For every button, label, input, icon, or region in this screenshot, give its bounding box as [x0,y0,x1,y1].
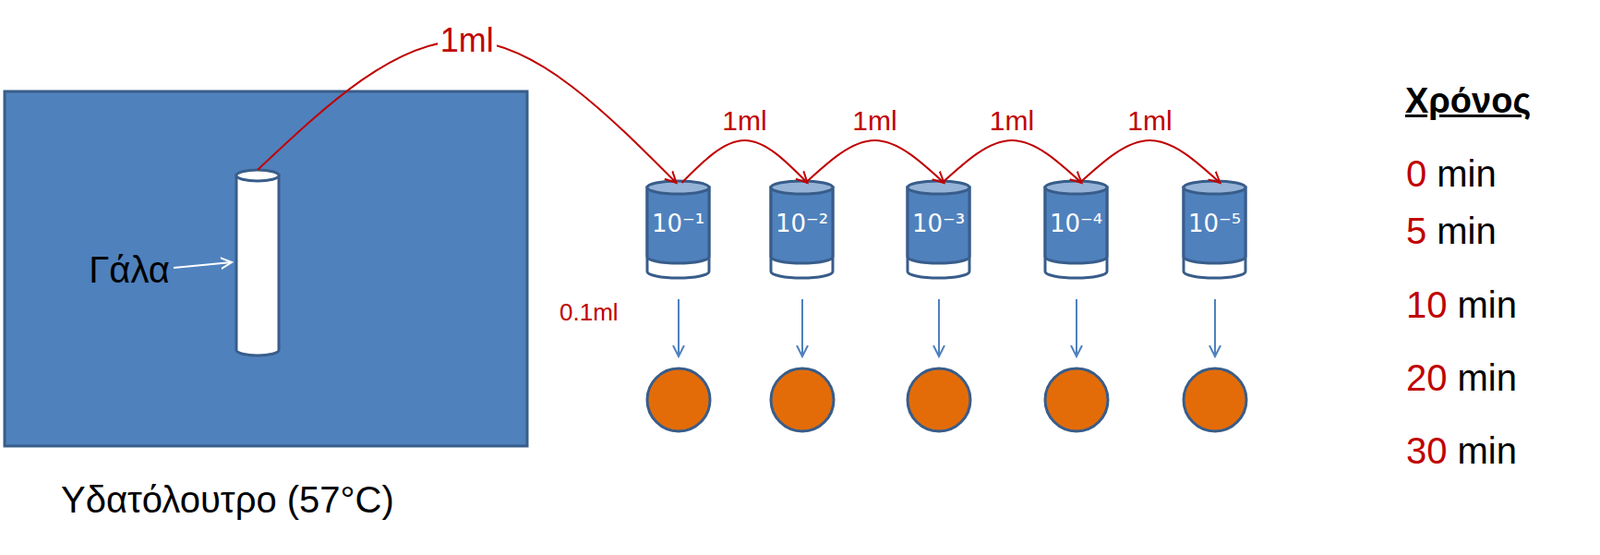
volume-label: 1ml [849,105,900,137]
water-bath-box: Υδατόλουτρο (57°C)Γάλα [4,91,528,446]
agar-plate [1183,368,1247,432]
down-arrow [938,299,940,357]
milk-tube: Γάλα [234,168,281,358]
transfer-arrow [682,140,808,183]
agar-plate [647,368,710,432]
dilution-label: 10⁻¹ [651,209,705,238]
agar-plate [770,368,834,432]
dilution-label: 10⁻² [775,209,829,238]
dilution-tube: 10⁻² [769,179,835,281]
down-arrow [801,299,804,357]
volume-label: 1ml [719,105,770,137]
time-value: 0 [1406,153,1427,195]
time-unit: min [1457,284,1517,326]
dilution-label: 10⁻⁵ [1188,209,1241,238]
transfer-arrow [1080,140,1221,183]
dilution-tube: 10⁻³ [905,179,972,281]
time-value: 20 [1406,357,1448,399]
down-arrow [1075,299,1078,357]
dilution-tube: 10⁻⁴ [1043,179,1109,281]
water-bath [4,91,528,446]
time-unit: min [1436,210,1496,253]
volume-label: 1ml [437,21,497,61]
time-unit: min [1457,430,1517,472]
time-unit: min [1436,153,1496,195]
transfer-arrow [806,140,945,183]
volume-label: 1ml [986,105,1037,137]
dilution-tube: 10⁻¹ [645,179,711,281]
dilution-tube: 10⁻⁵ [1181,179,1248,281]
agar-plate [1045,368,1108,432]
time-unit: min [1457,357,1517,399]
volume-label: 0.1ml [559,298,619,327]
leader-arrow [173,262,232,268]
tube-shape [234,168,281,358]
dilution-label: 10⁻³ [912,209,965,238]
time-value: 5 [1406,210,1427,253]
dilution-label: 10⁻⁴ [1049,209,1103,238]
agar-plate [907,368,971,432]
down-arrow [677,299,680,357]
down-arrow [1214,299,1216,357]
time-heading: Χρόνος [1405,81,1531,121]
time-value: 10 [1406,284,1448,326]
transfer-arrow [942,140,1083,183]
bath-label: Υδατόλουτρο (57°C) [60,479,395,521]
volume-label: 1ml [1124,105,1175,137]
transfer-arrow [257,40,677,183]
milk-label: Γάλα [88,249,170,291]
time-value: 30 [1406,430,1448,472]
plates [647,299,1247,432]
